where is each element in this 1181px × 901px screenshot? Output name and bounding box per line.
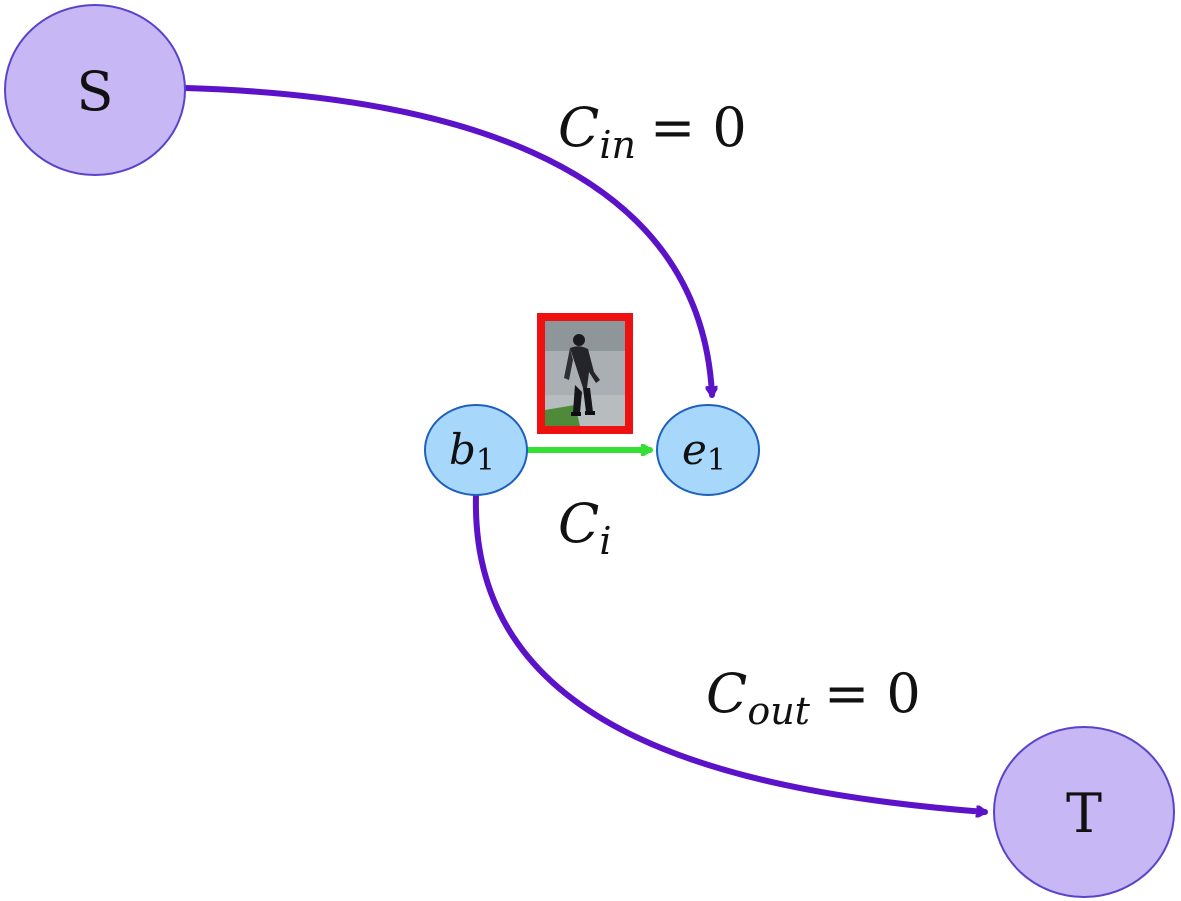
sink-node-label: T (1066, 782, 1102, 845)
edge-source-to-end (182, 85, 712, 398)
sink-node: T (993, 726, 1175, 898)
source-node-label: S (77, 60, 114, 123)
edge-out-label: Cout= 0 (706, 662, 921, 733)
edge-begin-to-sink (472, 492, 988, 812)
source-node: S (4, 4, 186, 176)
begin-node: b1 (424, 404, 528, 496)
edge-in-label: Cin= 0 (558, 96, 747, 167)
end-node-label: e1 (682, 425, 726, 478)
pedestrian-thumbnail-icon (537, 313, 633, 434)
end-node: e1 (656, 404, 760, 496)
edge-observation-label: Ci (558, 492, 611, 563)
begin-node-label: b1 (449, 425, 495, 478)
